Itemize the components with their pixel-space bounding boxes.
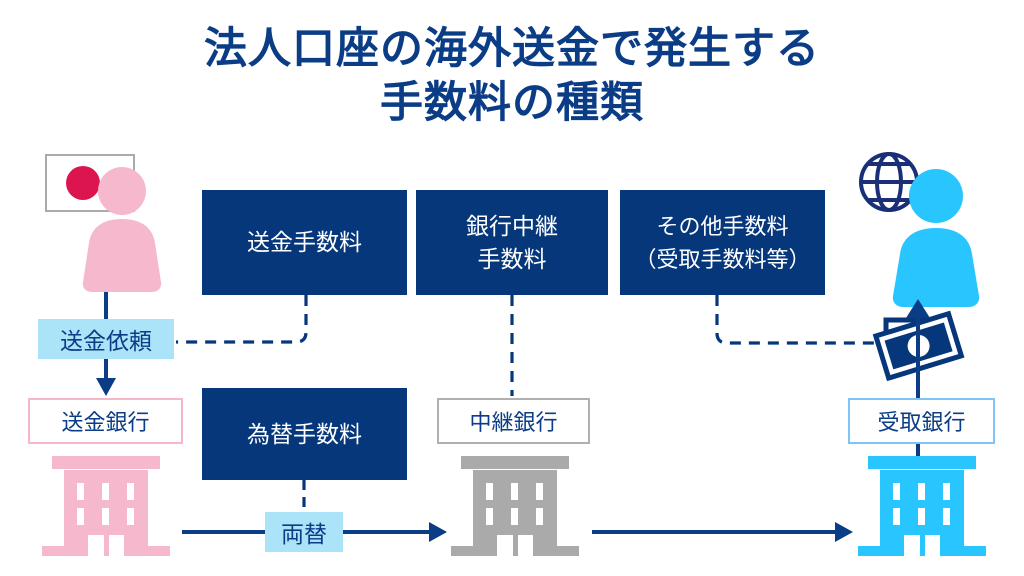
step-label-remittance-request[interactable]: 送金依頼 — [38, 319, 174, 359]
fee-box-exchange[interactable]: 為替手数料 — [202, 388, 407, 480]
bank-label-sender[interactable]: 送金銀行 — [28, 398, 183, 444]
japan-flag-icon — [45, 154, 135, 212]
globe-icon — [859, 152, 919, 212]
person-receiver-icon — [892, 169, 980, 307]
bank-label-receiver[interactable]: 受取銀行 — [848, 398, 995, 444]
fee-box-bank-relay[interactable]: 銀行中継 手数料 — [416, 190, 608, 295]
step-label-currency-exchange[interactable]: 両替 — [265, 512, 343, 552]
fee-box-remittance[interactable]: 送金手数料 — [202, 190, 407, 295]
page-title: 法人口座の海外送金で発生する 手数料の種類 — [204, 25, 820, 127]
connector-flow-arrow-2 — [592, 522, 853, 542]
bank-building-relay-icon — [451, 456, 579, 556]
banknotes-icon — [872, 310, 965, 382]
person-sender-icon — [82, 167, 162, 292]
connector-remit-fee-dashed — [176, 295, 308, 344]
fee-box-other[interactable]: その他手数料 （受取手数料等） — [620, 190, 825, 295]
bank-building-receiver-icon — [858, 456, 986, 556]
connector-other-fee-dashed — [715, 295, 875, 345]
bank-building-sender-icon — [42, 456, 170, 556]
bank-label-relay[interactable]: 中継銀行 — [437, 398, 590, 444]
